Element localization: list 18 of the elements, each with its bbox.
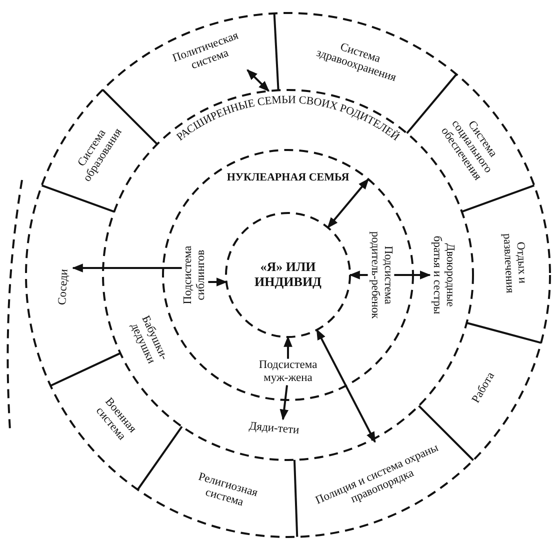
center-label: «Я» ИЛИ ИНДИВИД xyxy=(254,260,322,290)
arrow xyxy=(72,264,182,272)
group-label: Двоюродные братья и сестры xyxy=(430,234,456,316)
arrow xyxy=(394,270,431,280)
double-arrow xyxy=(246,69,270,92)
group-label: Подсистема сиблингов xyxy=(182,244,208,306)
arrow xyxy=(284,336,292,359)
arrow xyxy=(348,270,368,280)
group-label: Подсистема муж-жена xyxy=(258,358,318,386)
sector-label: Соседи xyxy=(56,268,72,305)
arrow xyxy=(280,385,289,420)
double-arrow xyxy=(327,178,370,228)
double-arrow xyxy=(316,328,376,443)
arrow xyxy=(208,278,228,286)
group-label: Подсистема родитель-ребенок xyxy=(368,230,394,321)
group-label: Дяди-тети xyxy=(248,420,300,438)
ring-heading: НУКЛЕАРНАЯ СЕМЬЯ xyxy=(226,172,350,184)
sector-label: Отдых и развлечения xyxy=(499,232,529,296)
